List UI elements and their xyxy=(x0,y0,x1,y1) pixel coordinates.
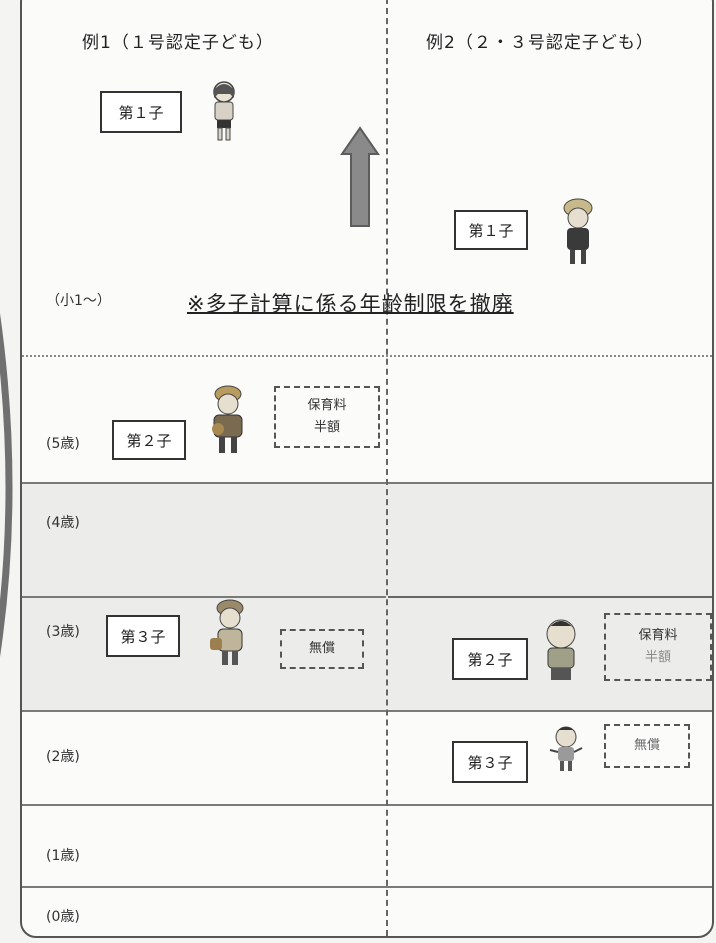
right-column-header: 例2（２・３号認定子ども） xyxy=(426,33,654,53)
child-girl-icon xyxy=(213,81,235,141)
separator-2-1 xyxy=(22,804,712,806)
separator-5-4 xyxy=(22,482,712,484)
up-arrow-icon xyxy=(340,126,380,227)
fee-half-line1: 保育料 xyxy=(638,628,678,643)
age-label-0: (0歳) xyxy=(46,909,80,925)
separator-1-0 xyxy=(22,886,712,888)
right-child2-box: 第２子 xyxy=(452,638,528,680)
left-child3-box: 第３子 xyxy=(106,615,180,657)
diagram-frame: 例1（１号認定子ども） 例2（２・３号認定子ども） （小1～） (5歳) (4歳… xyxy=(20,0,714,938)
fee-half-line1: 保育料 xyxy=(307,398,347,413)
child-smiling-boy-icon xyxy=(546,619,576,680)
left-fee-half-box: 保育料 半額 xyxy=(274,386,380,448)
fee-half-line2: 半額 xyxy=(313,420,340,435)
child-hat-icon xyxy=(563,198,593,264)
left-child2-box: 第２子 xyxy=(112,420,186,460)
left-child1-box: 第１子 xyxy=(100,91,182,133)
separator-4-3-right xyxy=(388,596,712,598)
left-column-header: 例1（１号認定子ども） xyxy=(82,33,274,53)
right-free-box: 無償 xyxy=(604,724,690,768)
column-divider xyxy=(386,0,388,936)
separator-3-2 xyxy=(22,710,712,712)
age-label-1: (1歳) xyxy=(46,848,80,864)
age-label-3: (3歳) xyxy=(46,624,80,640)
age-limit-note: ※多子計算に係る年齢制限を撤廃 xyxy=(187,292,514,316)
age-label-4: (4歳) xyxy=(46,515,80,531)
fee-half-line2: 半額 xyxy=(644,650,671,665)
right-child1-box: 第１子 xyxy=(454,210,528,250)
age-label-2: (2歳) xyxy=(46,749,80,765)
free-label: 無償 xyxy=(633,738,660,753)
child-cap-bag-icon xyxy=(210,599,244,665)
free-label: 無償 xyxy=(308,641,335,656)
right-fee-half-box: 保育料 半額 xyxy=(604,613,712,681)
child-toddler-icon xyxy=(549,726,583,771)
child-boy-backpack-icon xyxy=(212,385,243,453)
left-free-box: 無償 xyxy=(280,629,364,669)
age-label-elementary: （小1～） xyxy=(46,293,111,309)
right-child3-box: 第３子 xyxy=(452,741,528,783)
band-4sai xyxy=(22,482,712,596)
age-label-5: (5歳) xyxy=(46,436,80,452)
left-curve-decoration xyxy=(0,313,13,657)
separator-elem-5 xyxy=(22,355,712,357)
separator-4-3-left xyxy=(22,596,386,598)
